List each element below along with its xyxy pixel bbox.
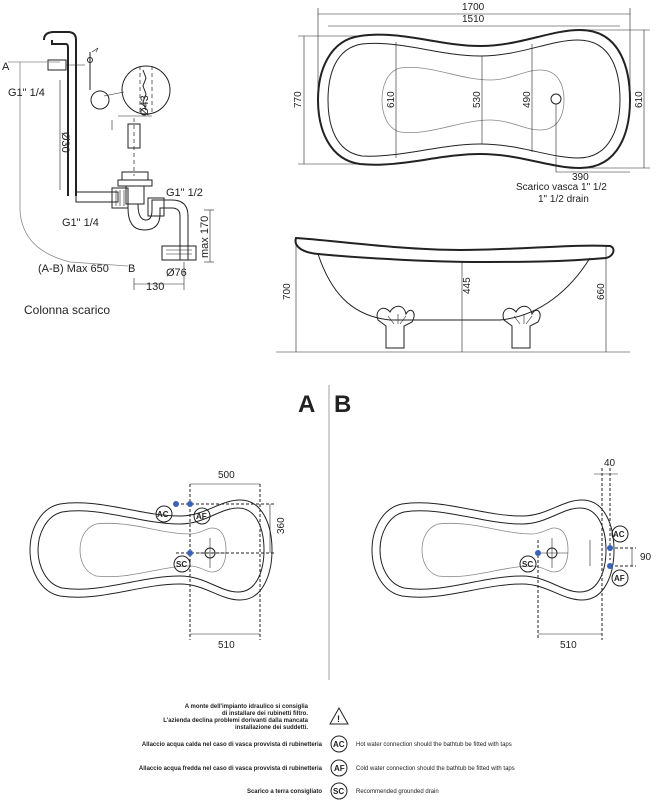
warning-triangle-icon xyxy=(329,706,349,725)
legend: A monte dell'impianto idraulico si consi… xyxy=(139,704,515,800)
warning-line-2: di installare dei rubinetti filtro. xyxy=(222,711,308,717)
dim-40-b: 40 xyxy=(604,458,616,469)
dim-510-b: 510 xyxy=(560,640,577,651)
label-max-170: max 170 xyxy=(199,216,211,258)
drain-label-en: 1" 1/2 drain xyxy=(538,194,589,205)
legend-sc-en: Recommended grounded drain xyxy=(356,789,439,795)
dim-1510: 1510 xyxy=(462,14,485,25)
label-thread-right: G1" 1/2 xyxy=(166,187,203,199)
af-marker-b xyxy=(611,569,629,587)
warning-line-1: A monte dell'impianto idraulico si consi… xyxy=(185,704,309,710)
legend-ac-badge xyxy=(330,735,348,753)
af-label-b: AF xyxy=(614,574,625,583)
variant-a-plan: 500 360 510 AC AF SC xyxy=(29,470,287,651)
dim-360-a: 360 xyxy=(276,517,287,534)
tub-inner-rim xyxy=(327,39,621,159)
dim-90-b: 90 xyxy=(640,552,652,563)
label-thread-top: G1" 1/4 xyxy=(8,87,45,99)
dim-height-right: 660 xyxy=(596,283,607,300)
right-foot xyxy=(502,305,541,349)
legend-ac-en: Hot water connection should the bathtub … xyxy=(356,742,512,748)
sc-marker-b xyxy=(519,555,537,573)
legend-ac-code: AC xyxy=(333,740,345,749)
label-plug-diameter: Ø43 xyxy=(139,95,151,116)
drain-trap xyxy=(127,207,181,260)
af-label-a: AF xyxy=(196,512,207,521)
warning-symbol: ! xyxy=(337,714,340,724)
label-max-650: (A-B) Max 650 xyxy=(38,263,109,275)
lever-disc xyxy=(90,90,110,110)
tub-basin xyxy=(381,66,565,134)
label-b: B xyxy=(128,263,135,275)
dim-510-a: 510 xyxy=(218,640,235,651)
sc-label-a: SC xyxy=(176,560,187,569)
overflow-pipe-inner xyxy=(51,40,69,196)
drain-hole xyxy=(550,93,562,105)
dim-610-right: 610 xyxy=(634,91,645,108)
dim-height-mid: 445 xyxy=(462,277,473,294)
drain-column-diagram: A G1" 1/4 Ø30 Ø43 G1" 1/2 G1" 1/4 max 17… xyxy=(2,31,214,317)
sc-marker-a xyxy=(173,555,191,573)
dim-1700: 1700 xyxy=(462,2,485,13)
ac-label-a: AC xyxy=(157,510,169,519)
label-width-130: 130 xyxy=(146,281,164,293)
legend-af-code: AF xyxy=(334,764,345,773)
warning-line-3: L'azienda declina problemi dorivanti dal… xyxy=(163,718,308,724)
legend-af-it: Allaccio acqua fredda nel caso di vasca … xyxy=(139,766,323,772)
warning-line-4: installazione dei suddetti. xyxy=(235,725,308,731)
af-marker-a xyxy=(193,507,211,525)
sc-label-b: SC xyxy=(522,560,533,569)
drain-column-caption: Colonna scarico xyxy=(24,303,110,317)
legend-sc-it: Scarico a terra consigliato xyxy=(247,789,322,795)
tub-wall-outline xyxy=(19,62,129,267)
tub-side-body xyxy=(317,253,591,321)
drain-label-it: Scarico vasca 1" 1/2 xyxy=(516,182,607,193)
legend-sc-code: SC xyxy=(333,787,344,796)
variant-b-plan: 40 90 510 AC AF SC xyxy=(371,458,652,651)
legend-sc-badge xyxy=(330,782,348,800)
dim-height-left: 700 xyxy=(282,283,293,300)
ac-marker-a xyxy=(155,505,173,523)
label-thread-bottom: G1" 1/4 xyxy=(62,217,99,229)
overflow-knob xyxy=(47,59,67,71)
left-foot xyxy=(376,305,415,349)
dim-inner-530: 530 xyxy=(472,91,483,108)
tub-side-rim xyxy=(294,236,615,264)
outlet-flange xyxy=(161,245,197,261)
dim-500-a: 500 xyxy=(218,470,235,481)
ac-marker-b xyxy=(611,525,629,543)
tub-top-view: 1700 1510 770 610 610 530 490 390 Scaric… xyxy=(293,2,650,205)
ac-label-b: AC xyxy=(613,530,625,539)
dim-drain-offset: 390 xyxy=(572,172,589,183)
dim-770: 770 xyxy=(293,91,304,108)
legend-af-en: Cold water connection should the bathtub… xyxy=(356,766,515,772)
overflow-pipe xyxy=(43,31,77,196)
legend-af-badge xyxy=(330,759,348,777)
variant-a-letter: A xyxy=(298,391,315,418)
label-pipe-diameter: Ø30 xyxy=(59,132,71,153)
label-outlet-diameter: Ø76 xyxy=(166,267,187,279)
legend-ac-it: Allaccio acqua calda nel caso di vasca p… xyxy=(142,742,323,748)
variant-b-letter: B xyxy=(334,391,351,418)
detail-magnifier xyxy=(121,65,171,115)
dim-inner-610: 610 xyxy=(386,91,397,108)
dim-inner-490: 490 xyxy=(522,91,533,108)
label-a: A xyxy=(2,61,10,73)
tub-side-view: 700 445 660 xyxy=(276,236,630,353)
